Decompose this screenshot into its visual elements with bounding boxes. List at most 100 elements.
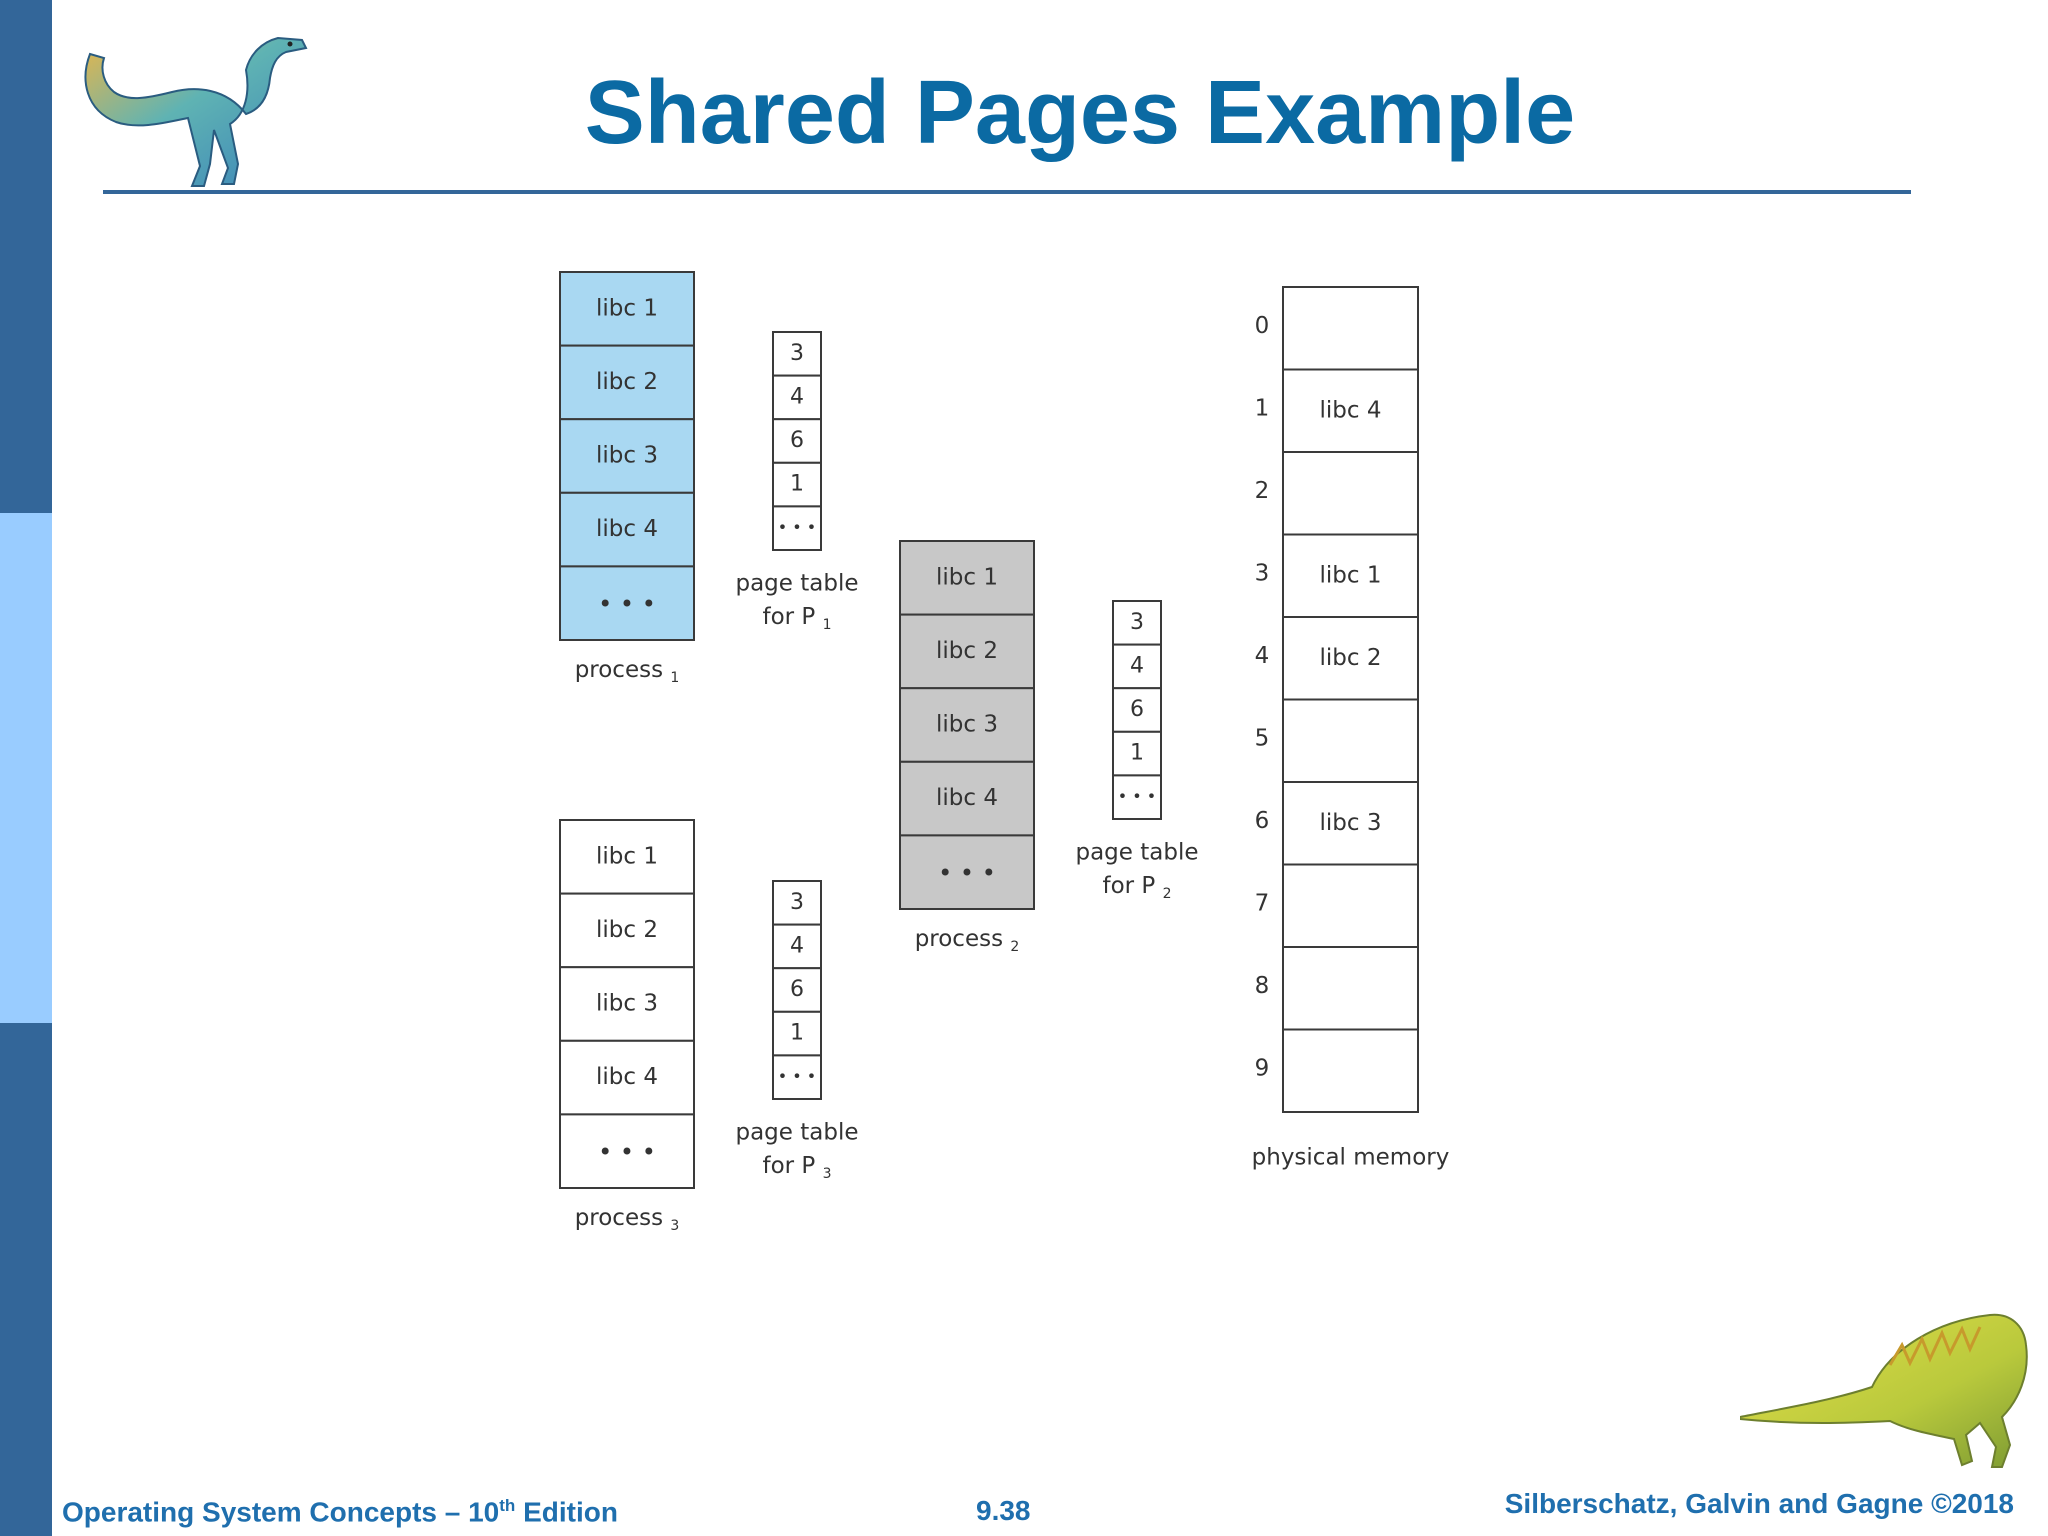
page-table-pt3-entry-value: 4 [790,933,804,958]
physical-memory-frame-number: 4 [1255,643,1270,669]
process-p3-page-label: libc 4 [596,1064,658,1090]
page-table-pt1-caption-sub: for P 1 [762,604,831,634]
dinosaur-logo-top [84,36,308,187]
process-p3-page-cell [559,1039,695,1116]
physical-memory-frame [1282,946,1419,1031]
page-table-pt1-entry-value: 4 [790,384,804,409]
physical-memory-frame [1282,368,1419,453]
page-table-pt2-entry-cell [1112,643,1162,690]
page-table-pt3-entry-cell [772,880,822,926]
sidebar-highlight [0,513,52,1023]
process-p2-page-cell [899,760,1035,837]
physical-memory-frame [1282,781,1419,866]
process-p1-page-label: libc 2 [596,369,658,395]
page-table-pt2-entry-cell [1112,730,1162,777]
process-p3-page-cell [559,892,695,969]
process-p3-page-label: libc 3 [596,991,658,1017]
physical-memory-frame-label: libc 3 [1320,810,1382,836]
physical-memory-frame [1282,616,1419,701]
page-table-pt3-entry-cell [772,1054,822,1101]
physical-memory-frame [1282,698,1419,783]
process-p1-page-label: • • • [598,590,656,618]
process-p1-page-cell [559,344,695,421]
footer-authors: Silberschatz, Galvin and Gagne ©2018 [1504,1488,2014,1519]
process-p2-page-cell [899,540,1035,616]
page-table-pt1-entry-value: 6 [790,428,804,453]
page-table-pt2-entry-value: • • • [1118,787,1156,806]
physical-memory-frame-number: 1 [1255,395,1270,421]
physical-memory-caption: physical memory [1252,1145,1450,1171]
process-p1-page-cell [559,418,695,494]
physical-memory-frame-number: 6 [1255,808,1270,834]
footer-book-title-suffix: Edition [515,1496,618,1528]
page-table-pt3-caption: page table [735,1120,858,1146]
process-p3-page-label: libc 2 [596,917,658,943]
page-table-pt2-entry-value: 6 [1130,697,1144,722]
process-p2-page-label: libc 1 [936,564,998,590]
physical-memory-frame [1282,1028,1419,1113]
page-table-pt1-entry-cell [772,461,822,508]
physical-memory-frame-number: 0 [1255,313,1270,339]
page-table-pt3-entry-value: 3 [790,890,804,915]
title-divider [103,190,1911,194]
page-table-pt1-entry-cell [772,374,822,421]
page-table-pt3-entry-value: 1 [790,1021,804,1046]
process-p1-page-cell [559,271,695,347]
slide-title: Shared Pages Example [584,63,1576,163]
physical-memory-frame [1282,451,1419,536]
process-p2-page-label: • • • [938,859,996,887]
page-table-pt1-entry-value: • • • [778,518,816,537]
physical-memory-frame-label: libc 4 [1320,397,1382,423]
process-p3-page-label: • • • [598,1138,656,1166]
page-table-pt2-entry-value: 3 [1130,610,1144,635]
process-p1-page-label: libc 1 [596,295,658,321]
process-p1-page-label: libc 4 [596,516,658,542]
process-p2-page-cell [899,834,1035,911]
process-p3-page-cell [559,966,695,1042]
process-p2-page-cell [899,687,1035,763]
page-table-pt2-entry-cell [1112,687,1162,733]
footer-page-number: 9.38 [976,1495,1031,1526]
process-p1-page-label: libc 3 [596,443,658,469]
page-table-pt2-entry-cell [1112,774,1162,821]
process-p2-caption: process 2 [915,926,1020,956]
physical-memory-frame-label: libc 2 [1320,645,1382,671]
process-p3-page-cell [559,1113,695,1190]
footer-book-title-prefix: Operating System Concepts – 10 [62,1496,500,1528]
page-table-pt1-entry-cell [772,331,822,377]
page-table-pt2-entry-value: 1 [1130,741,1144,766]
process-p3-page-label: libc 1 [596,843,658,869]
process-p2-page-label: libc 2 [936,638,998,664]
process-p3-caption: process 3 [575,1205,680,1235]
physical-memory-frame-number: 5 [1255,725,1270,751]
process-p1-page-cell [559,565,695,642]
dinosaur-logo-bottom [1740,1313,2028,1468]
physical-memory-frame [1282,286,1419,371]
physical-memory-frame [1282,863,1419,948]
physical-memory-frame-number: 9 [1255,1055,1270,1081]
page-table-pt1-entry-value: 3 [790,341,804,366]
page-table-pt3-entry-cell [772,967,822,1013]
page-table-pt3-entry-value: 6 [790,977,804,1002]
page-table-pt2-entry-value: 4 [1130,653,1144,678]
page-table-pt3-entry-value: • • • [778,1067,816,1086]
physical-memory-frame-number: 7 [1255,890,1270,916]
page-table-pt1-entry-value: 1 [790,472,804,497]
process-p2-page-label: libc 3 [936,712,998,738]
process-p3-page-cell [559,819,695,895]
physical-memory-frame-number: 8 [1255,973,1270,999]
physical-memory-frame-label: libc 1 [1320,562,1382,588]
footer-book-title: Operating System Concepts – 10th Edition [62,1496,618,1528]
page-table-pt1-entry-cell [772,505,822,551]
footer-book-title-sup: th [499,1496,516,1515]
page-table-pt3-entry-cell [772,1010,822,1057]
physical-memory-frame [1282,533,1419,618]
process-p1-caption: process 1 [575,657,680,687]
physical-memory-frame-number: 2 [1255,478,1270,504]
physical-memory-frame-number: 3 [1255,560,1270,586]
page-table-pt1-caption: page table [735,571,858,597]
process-p2-page-label: libc 4 [936,785,998,811]
page-table-pt2-caption: page table [1075,840,1198,866]
page-table-pt2-caption-sub: for P 2 [1102,873,1171,903]
